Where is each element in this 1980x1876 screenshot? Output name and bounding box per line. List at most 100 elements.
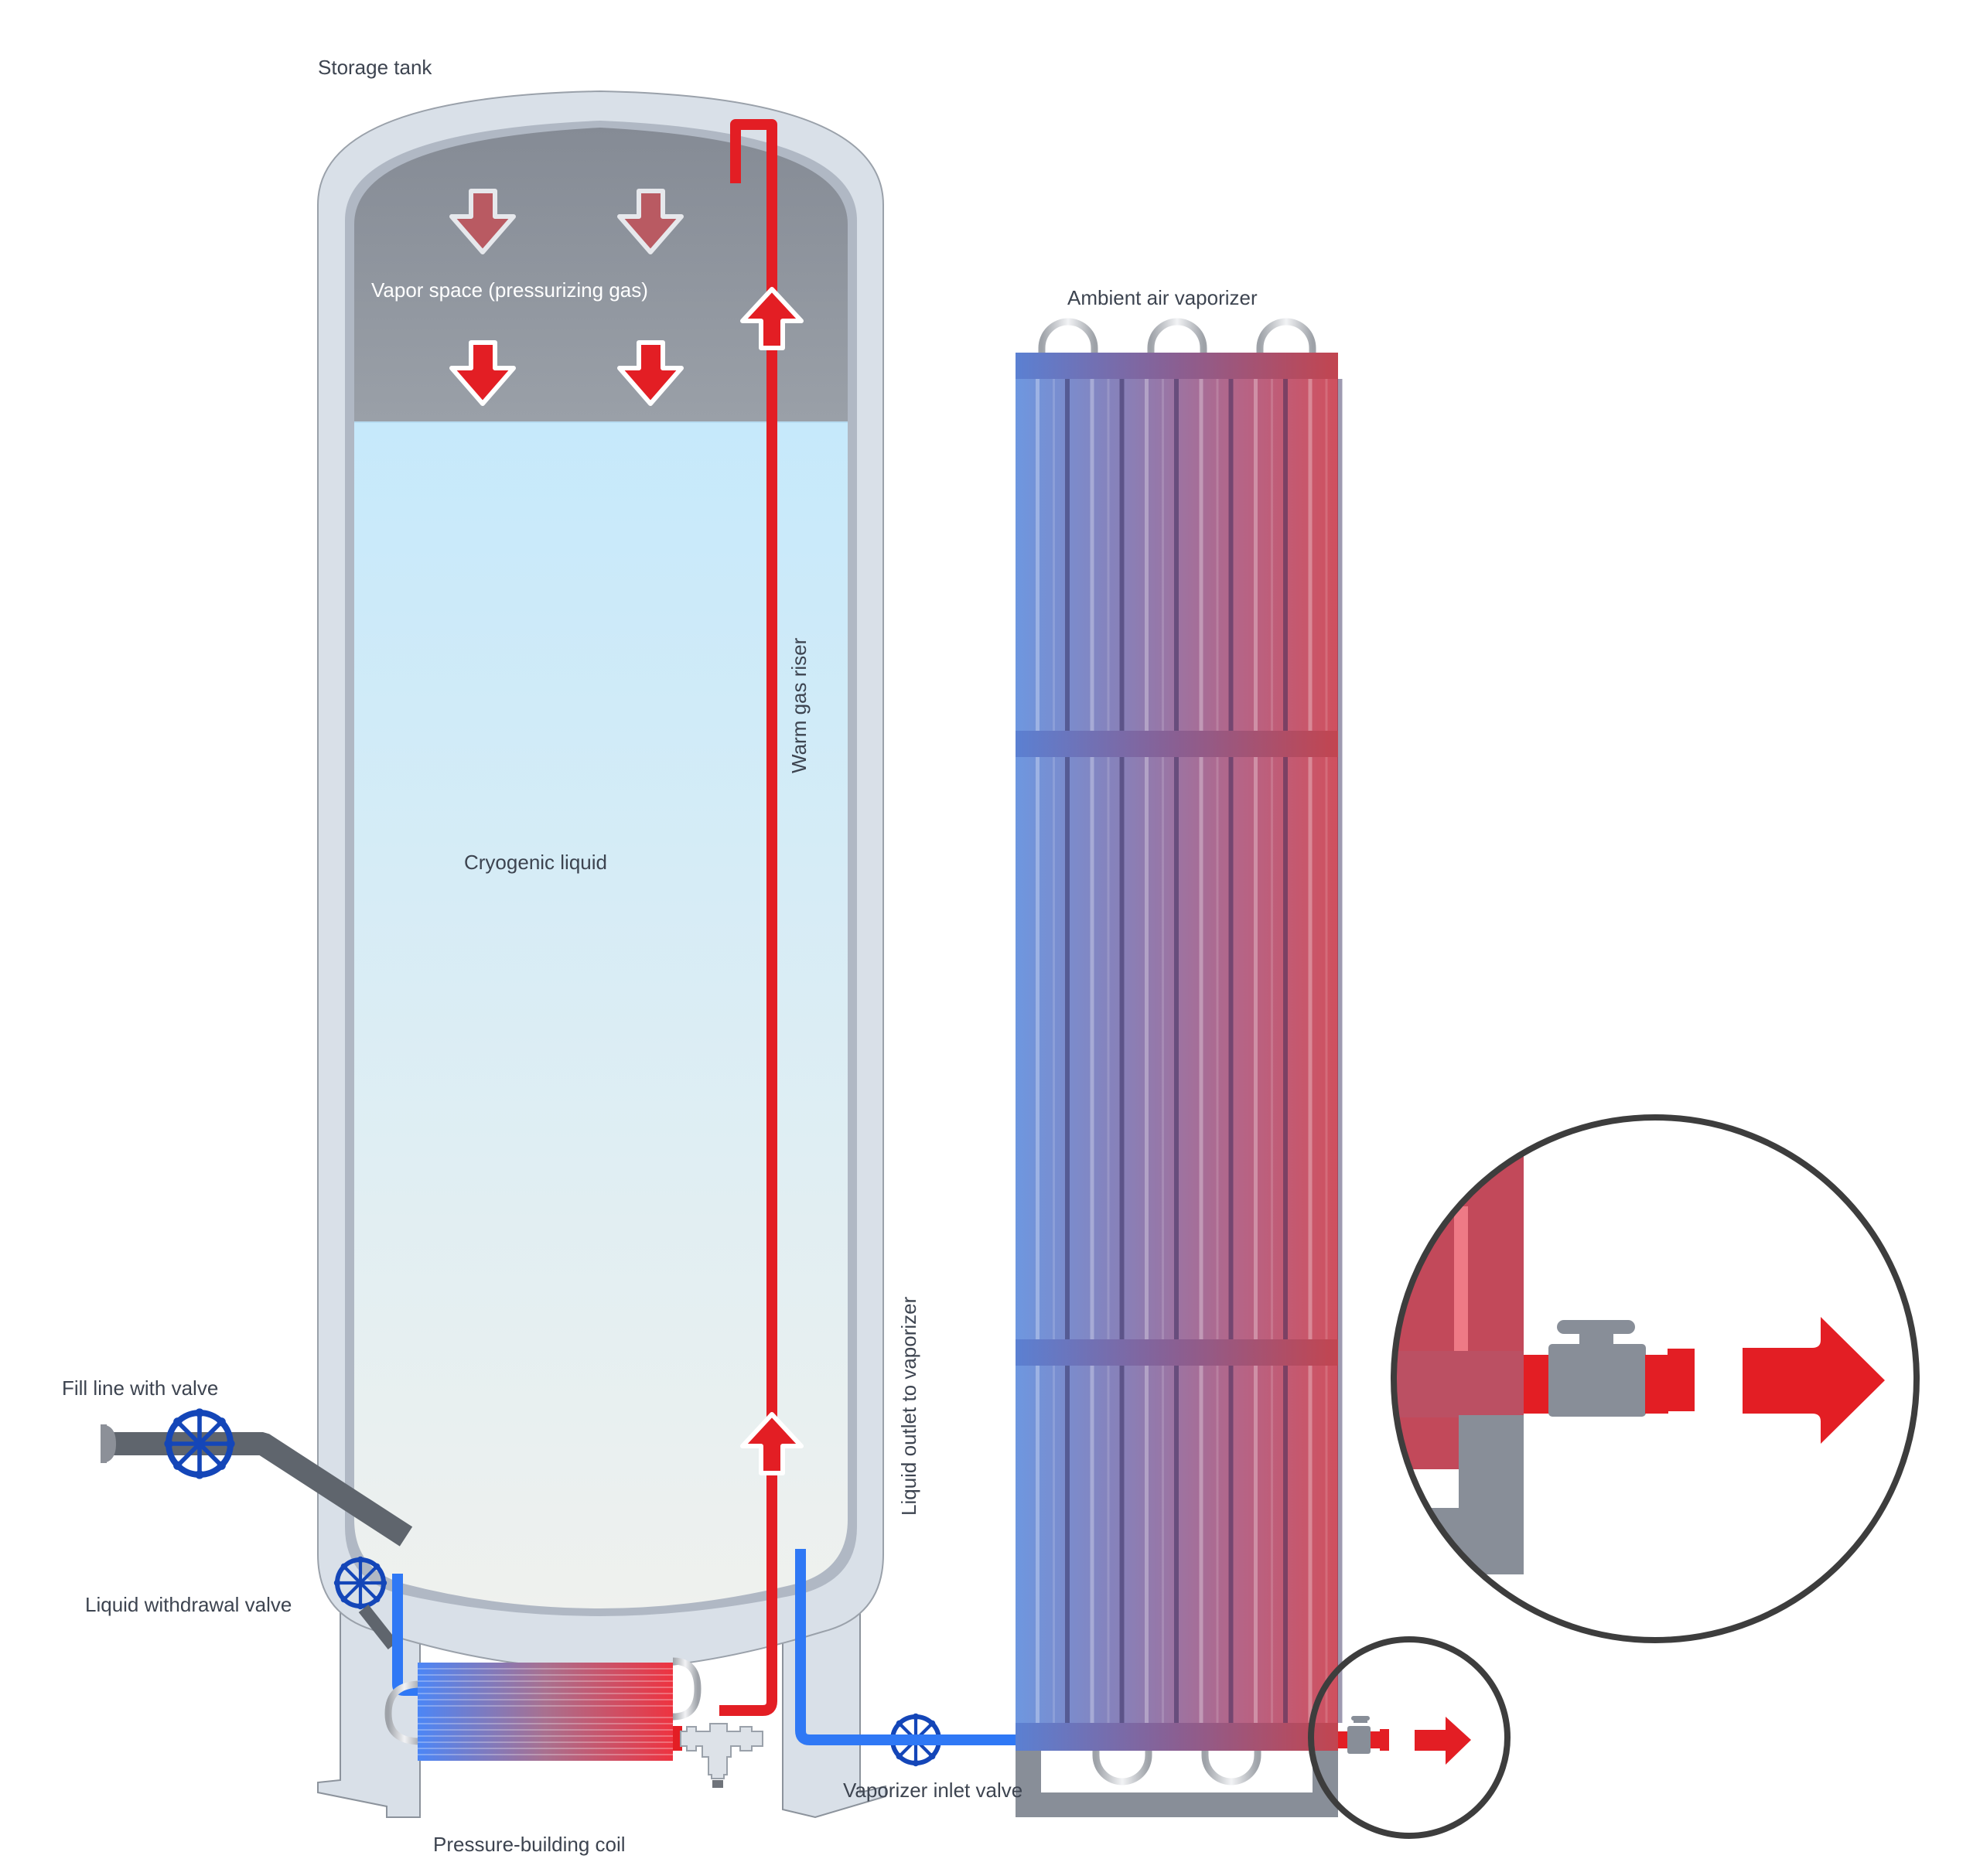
handwheel-knob — [217, 1417, 226, 1427]
handwheel-knob — [195, 1470, 204, 1479]
vaporizer-fin-edge — [1271, 379, 1273, 1723]
handwheel-knob — [195, 1408, 204, 1417]
u-bend — [1147, 318, 1207, 354]
handwheel-knob — [929, 1753, 936, 1760]
u-bend — [1256, 318, 1316, 354]
gas-down-arrows — [449, 189, 684, 406]
arrow-down-icon — [449, 340, 516, 406]
fill-pipe — [108, 1432, 413, 1547]
vaporizer-fin-edge — [1107, 379, 1110, 1723]
tee-fitting — [680, 1723, 763, 1788]
warm-gas-riser — [719, 119, 804, 1716]
handwheel-knob — [357, 1602, 364, 1610]
handwheel-knob — [340, 1563, 347, 1570]
vaporizer-top-header — [1016, 353, 1338, 379]
handwheel-spoke — [343, 1565, 378, 1601]
gas-outlet-small — [1308, 1636, 1511, 1839]
handwheel-knob — [912, 1759, 920, 1767]
label-drain-valve: Liquid withdrawal valve — [85, 1593, 292, 1616]
vaporizer-fin-shadow — [1174, 379, 1179, 1723]
vaporizer-fins — [1036, 379, 1343, 1723]
label-riser: Warm gas riser — [787, 637, 811, 773]
label-gas-space: Vapor space (pressurizing gas) — [371, 278, 648, 302]
pressure-building-coil — [384, 1657, 702, 1761]
drain-valve[interactable] — [333, 1556, 387, 1610]
label-vaporizer-valve: Vaporizer inlet valve — [843, 1779, 1023, 1802]
handwheel-knob — [896, 1720, 903, 1727]
coil-lower-tube — [418, 1711, 673, 1761]
cryogenic-liquid — [354, 422, 848, 1608]
vaporizer-fin-highlight — [1090, 379, 1094, 1723]
handwheel-knob — [380, 1579, 387, 1587]
handwheel-knob — [164, 1439, 173, 1448]
vaporizer-fin-shadow — [1283, 379, 1288, 1723]
callout-ring — [1391, 1114, 1920, 1643]
vaporizer-fin-highlight — [1145, 379, 1149, 1723]
riser-pipe — [719, 119, 777, 1716]
vaporizer-bottom-u-bends — [1092, 1749, 1261, 1786]
tee-drain-plug — [712, 1780, 723, 1788]
arrow-down-icon — [617, 340, 684, 406]
handwheel-spoke — [176, 1420, 224, 1468]
storage-tank — [317, 90, 884, 1670]
vaporizer-bottom-header — [1016, 1723, 1338, 1751]
vaporizer-fin-highlight — [1308, 379, 1313, 1723]
vaporizer-fin-shadow — [1119, 379, 1125, 1723]
ambient-vaporizer — [1016, 318, 1343, 1817]
handwheel-knob — [226, 1439, 235, 1448]
vaporizer-fin-shadow — [1228, 379, 1234, 1723]
vaporizer-fin-highlight — [1254, 379, 1258, 1723]
outlet-valve-small — [1347, 1726, 1371, 1754]
u-bend — [1201, 1749, 1261, 1786]
vaporizer-base-frame — [1016, 1748, 1338, 1817]
vaporizer-fin-highlight — [1199, 379, 1203, 1723]
vaporizer-fin-shadow — [1337, 379, 1343, 1723]
vaporizer-mid-band-2 — [1016, 1339, 1338, 1366]
vaporizer-mid-band-1 — [1016, 731, 1338, 757]
handwheel-knob — [340, 1596, 347, 1603]
coil-fins — [418, 1668, 673, 1755]
diagram-title: Cryogenic liquid storage tank with press… — [0, 0, 1, 1]
label-vaporizer: Ambient air vaporizer — [1067, 286, 1258, 309]
vaporizer-fin-edge — [1216, 379, 1219, 1723]
fill-line-valve[interactable] — [164, 1408, 235, 1479]
handwheel-knob — [912, 1713, 920, 1721]
callout-outlet-arrow-icon — [1743, 1317, 1885, 1444]
label-tank: Storage tank — [318, 56, 432, 79]
fill-line — [101, 1424, 413, 1547]
handwheel-knob — [374, 1596, 381, 1603]
u-bend — [1038, 318, 1098, 354]
u-bend — [1092, 1749, 1152, 1786]
arrow-up-icon — [740, 287, 804, 350]
detail-marker-ring — [1308, 1636, 1511, 1839]
tee-body — [680, 1723, 763, 1779]
label-fill-line: Fill line with valve — [62, 1376, 219, 1400]
handwheel-knob — [173, 1417, 183, 1427]
outlet-arrow-small-icon — [1415, 1717, 1471, 1765]
detail-callout — [1391, 1114, 1920, 1643]
vaporizer-fin-edge — [1053, 379, 1055, 1723]
label-pressure-builder: Pressure-building coil — [433, 1833, 626, 1856]
handwheel-knob — [929, 1720, 936, 1727]
handwheel-knob — [217, 1461, 226, 1470]
liquid-outlet-line — [795, 1549, 1021, 1745]
handwheel-knob — [333, 1579, 341, 1587]
label-liquid: Cryogenic liquid — [464, 851, 607, 874]
label-liquid-outlet: Liquid outlet to vaporizer — [897, 1296, 920, 1516]
coil-upper-tube — [418, 1663, 673, 1712]
callout-outlet-valve — [1548, 1344, 1646, 1417]
coil-return-bend-left — [384, 1680, 422, 1745]
arrow-down-icon — [449, 189, 516, 254]
arrow-up-icon — [740, 1412, 804, 1475]
vaporizer-body — [1016, 353, 1338, 1749]
handwheel-knob — [173, 1461, 183, 1470]
vaporizer-fin-shadow — [1065, 379, 1070, 1723]
arrow-down-icon — [617, 189, 684, 254]
handwheel-knob — [896, 1753, 903, 1760]
vaporizer-top-u-bends — [1038, 318, 1316, 354]
vaporizer-fin-highlight — [1036, 379, 1040, 1723]
vaporizer-fin-edge — [1325, 379, 1328, 1723]
handwheel-knob — [357, 1556, 364, 1564]
vaporizer-fin-edge — [1162, 379, 1164, 1723]
